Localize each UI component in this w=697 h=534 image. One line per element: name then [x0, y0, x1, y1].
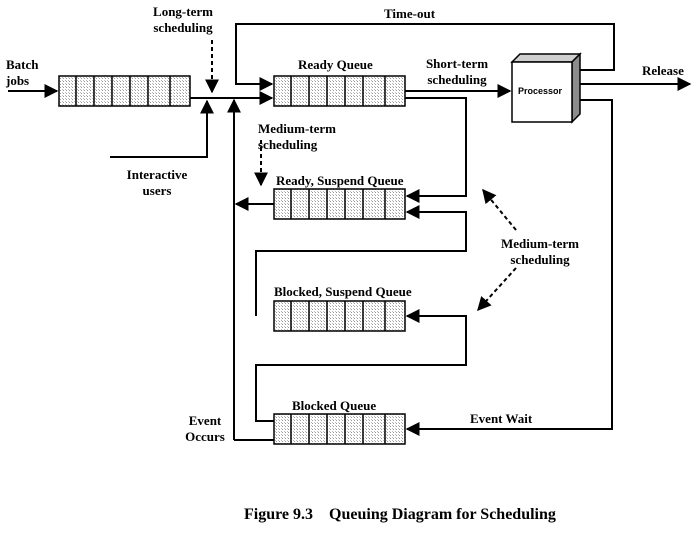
processor-box: [510, 52, 582, 124]
time-out-label: Time-out: [384, 6, 436, 21]
ready-suspend-queue-label: Ready, Suspend Queue: [276, 173, 404, 188]
processor-label: Processor: [518, 86, 563, 96]
time-out-arrow: [235, 23, 615, 91]
blocked-queue-label: Blocked Queue: [292, 398, 377, 413]
event-wait-arrow: [405, 99, 613, 436]
batch-jobs-label: Batch jobs: [6, 57, 39, 88]
interactive-users-label: Interactive users: [126, 167, 188, 198]
event-wait-label: Event Wait: [470, 411, 533, 426]
batch-queue: [58, 75, 191, 107]
blocked-to-blocked-suspend-arrow: [255, 309, 467, 422]
blocked-suspend-queue: [273, 300, 406, 332]
figure-caption: Figure 9.3 Queuing Diagram for Schedulin…: [244, 506, 556, 523]
ready-queue-label: Ready Queue: [298, 57, 373, 72]
release-label: Release: [642, 63, 684, 78]
blocked-queue: [273, 413, 406, 445]
medium-term-dashed-arrow-down: [477, 267, 517, 312]
ready-to-suspend-arrow: [405, 97, 467, 203]
ready-suspend-queue: [273, 188, 406, 220]
blocked-suspend-to-ready-suspend-arrow: [255, 205, 467, 316]
medium-term-label-2: Medium-term scheduling: [501, 236, 579, 267]
interactive-users-arrow: [110, 99, 214, 158]
medium-term-dashed-arrow-up: [482, 188, 517, 231]
dashed-arrows: [205, 40, 517, 312]
medium-term-label-1: Medium-term scheduling: [258, 121, 336, 152]
event-occurs-label: Event Occurs: [185, 413, 225, 444]
ready-queue: [273, 75, 406, 107]
blocked-suspend-queue-label: Blocked, Suspend Queue: [274, 284, 412, 299]
short-term-label: Short-term scheduling: [425, 56, 489, 87]
long-term-label: Long-term scheduling: [153, 4, 213, 35]
flow-lines: [8, 23, 692, 441]
